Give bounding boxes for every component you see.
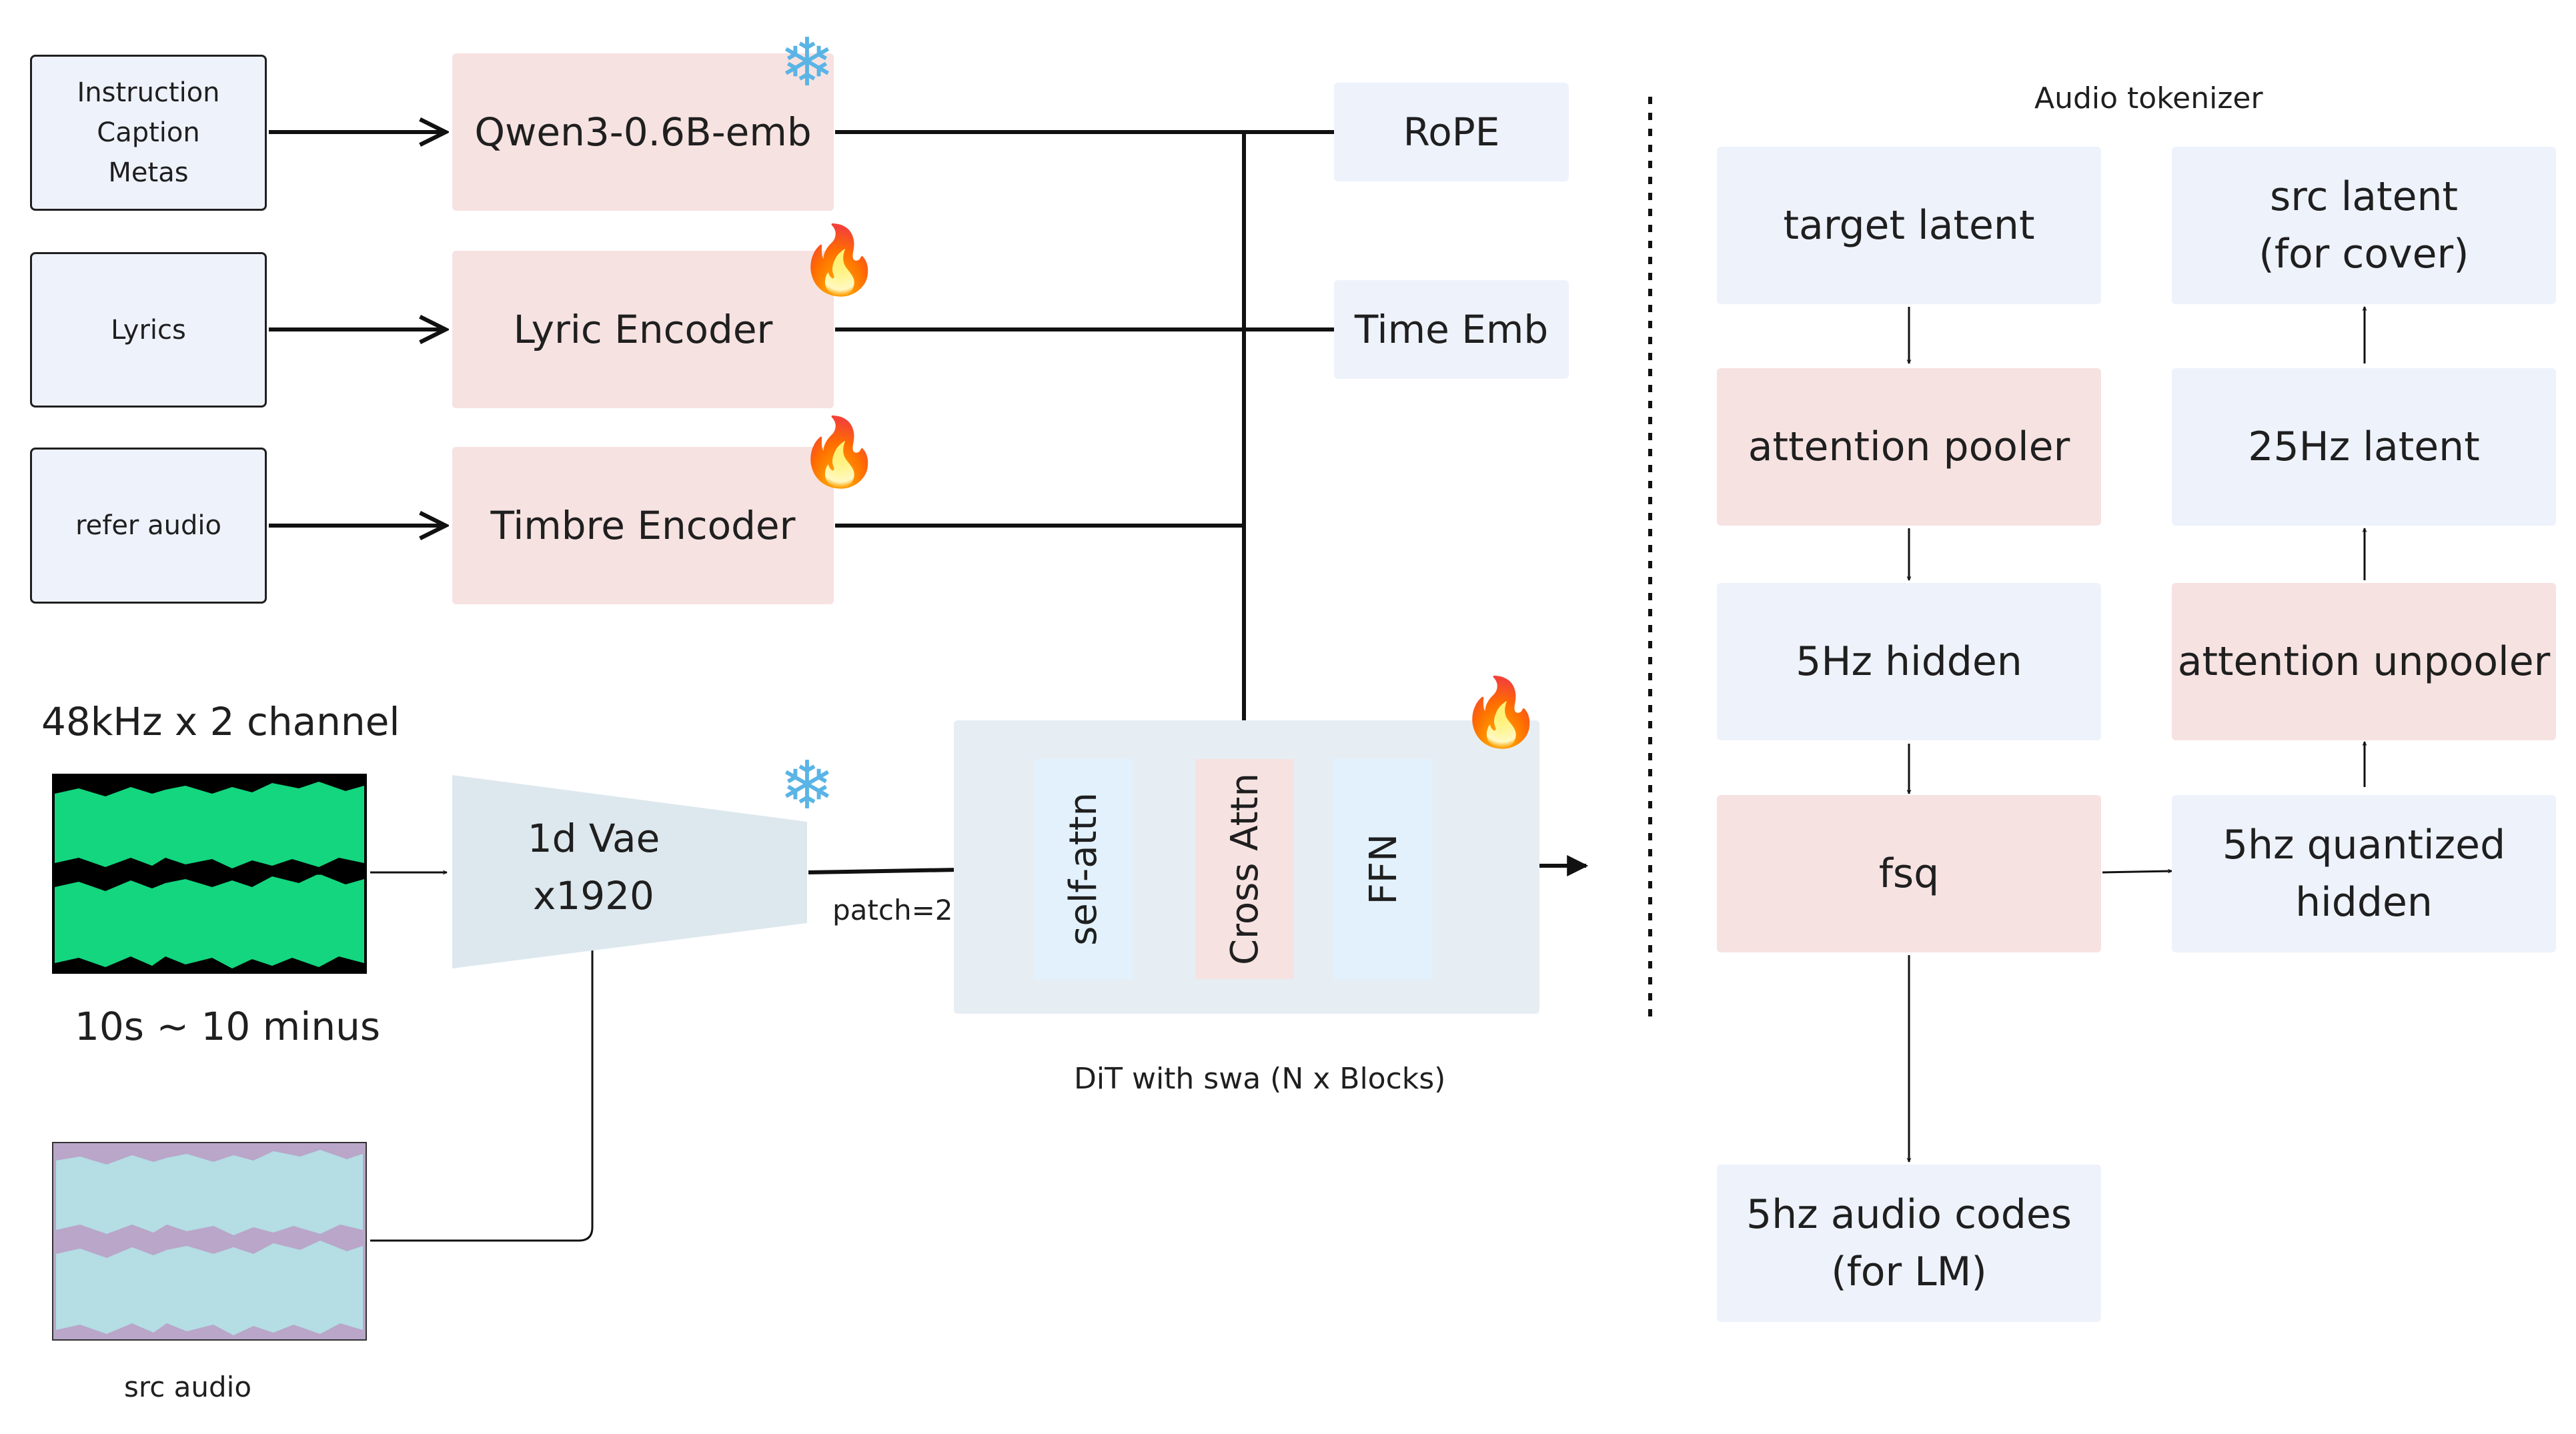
rope-block: RoPE <box>1334 83 1569 181</box>
attention-pooler-block: attention pooler <box>1717 368 2101 526</box>
duration-label: 10s ~ 10 minus <box>75 1004 381 1049</box>
refer-audio-input: refer audio <box>30 448 267 604</box>
audio-tokenizer-title: Audio tokenizer <box>2034 81 2263 115</box>
hidden-5hz-block: 5Hz hidden <box>1717 583 2101 740</box>
src-waveform-graphic <box>56 1150 363 1335</box>
arrow-src-audio-to-vae <box>370 928 592 1242</box>
src-audio-waveform <box>52 1142 367 1341</box>
vae-label: 1d Vae x1920 <box>527 816 660 918</box>
cross-attn-label: Cross Attn <box>1223 772 1267 966</box>
sample-rate-label: 48kHz x 2 channel <box>41 699 400 744</box>
waveform-graphic <box>52 782 367 968</box>
fire-icon: 🔥 <box>798 223 881 297</box>
attention-unpooler-block: attention unpooler <box>2172 583 2556 740</box>
ffn-block: FFN <box>1334 759 1433 979</box>
fire-icon: 🔥 <box>798 415 881 490</box>
snowflake-icon: ❄ <box>779 25 835 100</box>
src-latent-block: src latent (for cover) <box>2172 147 2556 304</box>
self-attn-label: self-attn <box>1061 792 1105 946</box>
target-latent-block: target latent <box>1717 147 2101 304</box>
audio-codes-block: 5hz audio codes (for LM) <box>1717 1165 2101 1322</box>
vae-encoder-shape <box>452 775 807 968</box>
ffn-label: FFN <box>1361 833 1405 905</box>
patch-size-label: patch=2 <box>832 894 953 926</box>
src-audio-label: src audio <box>124 1371 252 1403</box>
lyric-encoder-block: Lyric Encoder <box>452 251 834 408</box>
cross-attn-block: Cross Attn <box>1195 759 1294 979</box>
quantized-hidden-block: 5hz quantized hidden <box>2172 795 2556 952</box>
time-embedding-block: Time Emb <box>1334 280 1569 379</box>
dit-caption: DiT with swa (N x Blocks) <box>1074 1062 1446 1096</box>
self-attn-block: self-attn <box>1034 759 1133 979</box>
target-audio-waveform <box>52 774 367 974</box>
timbre-encoder-block: Timbre Encoder <box>452 447 834 604</box>
qwen-embedding-block: Qwen3-0.6B-emb <box>452 53 834 211</box>
fire-icon: 🔥 <box>1459 675 1543 750</box>
arrow-fsq-to-quantized <box>2102 871 2172 874</box>
latent-25hz-block: 25Hz latent <box>2172 368 2556 526</box>
snowflake-icon: ❄ <box>779 748 835 823</box>
lyrics-input: Lyrics <box>30 252 267 408</box>
instruction-caption-metas-input: Instruction Caption Metas <box>30 55 267 211</box>
fsq-block: fsq <box>1717 795 2101 952</box>
